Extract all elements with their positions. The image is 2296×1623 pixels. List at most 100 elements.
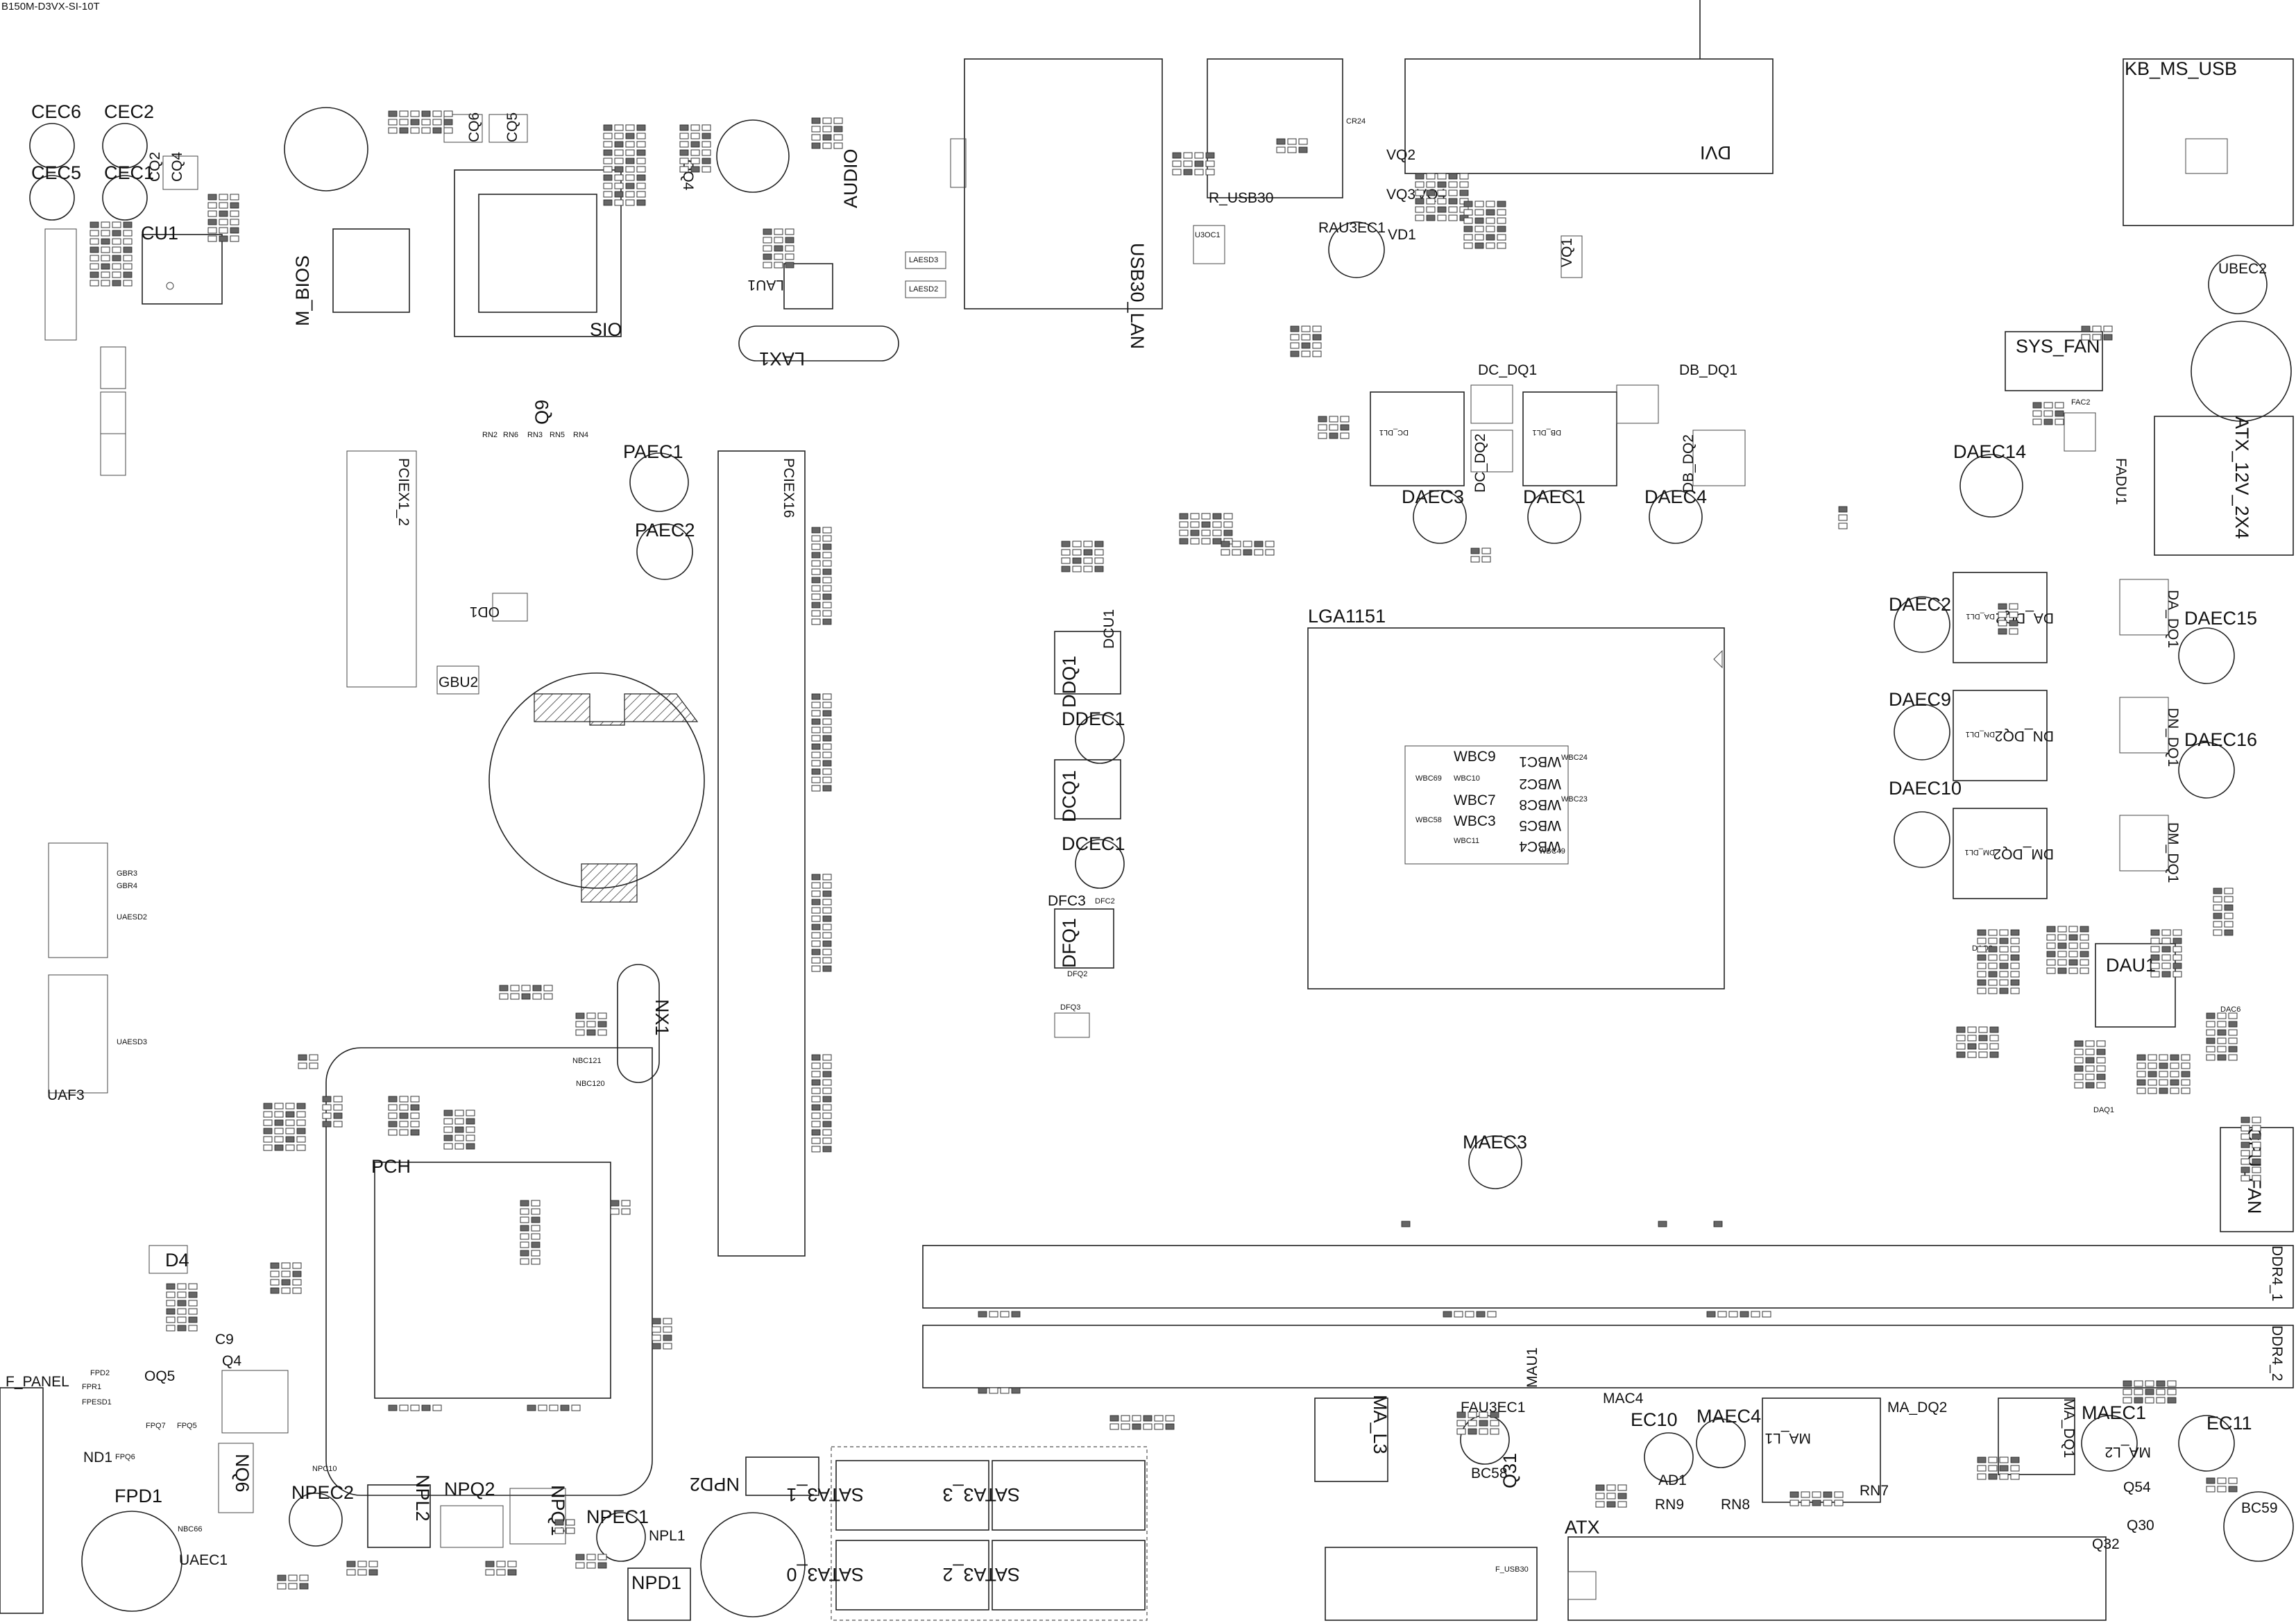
- smd-pad: [2032, 418, 2042, 425]
- smd-pad: [1318, 424, 1327, 431]
- smd-pad: [1490, 1428, 1499, 1435]
- smd-pad: [532, 985, 542, 992]
- smd-pad: [822, 527, 832, 534]
- smd-pad: [2010, 979, 2020, 986]
- smd-pad: [614, 191, 624, 198]
- dcec1-capacitor: [1075, 839, 1125, 889]
- dc-dq2-label: DC_DQ2: [1472, 434, 1488, 493]
- smd-pad: [701, 149, 711, 156]
- ma-dq1-label: MA_DQ1: [2061, 1398, 2077, 1458]
- smd-pad: [1301, 342, 1311, 349]
- smd-pad: [1999, 971, 2009, 978]
- lau1-label: LAU1: [747, 277, 784, 293]
- kb-ms-usb-connector: [2123, 58, 2294, 226]
- smd-pad: [2206, 1012, 2216, 1019]
- smd-pad: [1481, 547, 1491, 554]
- q4-pad: [221, 1370, 289, 1434]
- smd-pad: [277, 1574, 287, 1581]
- u3oc1-label: U3OC1: [1195, 231, 1221, 239]
- smd-pad: [2181, 1054, 2191, 1061]
- left-pad-strip-3: [100, 391, 126, 434]
- smd-pad: [454, 1126, 464, 1133]
- smd-pad: [1978, 1026, 1988, 1033]
- paec1-capacitor: [629, 452, 689, 512]
- daec14-capacitor: [1959, 454, 2023, 518]
- smd-pad: [811, 1062, 821, 1069]
- smd-pad: [1061, 549, 1071, 556]
- smd-pad: [1762, 1311, 1771, 1318]
- smd-pad: [309, 1054, 318, 1061]
- smd-pad: [2170, 1079, 2179, 1086]
- u3oc1-pad: [1193, 225, 1225, 264]
- smd-pad: [1999, 1473, 2009, 1480]
- smd-pad: [614, 158, 624, 164]
- smd-pad: [1190, 538, 1200, 545]
- smd-pad: [2096, 1048, 2106, 1055]
- sys-fan-connector: [2005, 331, 2103, 391]
- smd-pad: [2032, 402, 2042, 409]
- smd-pad: [1154, 1423, 1164, 1430]
- smd-pad: [177, 1300, 187, 1307]
- smd-pad: [1083, 566, 1093, 572]
- cq-pads: [162, 155, 198, 190]
- db-dq2-label: DB_DQ2: [1681, 434, 1697, 493]
- smd-pad: [1183, 152, 1193, 159]
- smd-pad: [1617, 1484, 1627, 1491]
- smd-pad: [207, 219, 217, 226]
- smd-pad: [1205, 169, 1215, 176]
- wbc23-label: WBC23: [1561, 795, 1588, 804]
- smd-pad: [466, 1126, 475, 1133]
- smd-pad: [296, 1128, 306, 1135]
- smd-pad: [811, 142, 821, 149]
- smd-pad: [1301, 350, 1311, 357]
- smd-pad: [1956, 1051, 1966, 1058]
- smd-pad: [597, 1554, 607, 1561]
- smd-pad: [614, 199, 624, 206]
- smd-pad: [2206, 1486, 2216, 1493]
- smd-pad: [1463, 234, 1473, 241]
- smd-pad: [1812, 1499, 1821, 1506]
- smd-pad: [520, 1258, 529, 1265]
- smd-pad: [625, 166, 635, 173]
- smd-pad: [2010, 1456, 2020, 1463]
- left-pad-strip-2: [100, 346, 126, 389]
- smd-pad: [1463, 209, 1473, 216]
- smd-pad: [346, 1561, 356, 1567]
- smd-pad: [2228, 1012, 2238, 1019]
- smd-pad: [597, 1562, 607, 1569]
- smd-pad: [443, 127, 453, 134]
- npl2-inductor: [367, 1484, 431, 1548]
- smd-pad: [822, 602, 832, 609]
- smd-pad: [2170, 1054, 2179, 1061]
- smd-pad: [1232, 549, 1241, 556]
- smd-pad: [1595, 1501, 1605, 1508]
- smd-pad: [636, 149, 646, 156]
- smd-pad: [1999, 979, 2009, 986]
- nx1-label: NX1: [652, 999, 672, 1036]
- smd-pad: [2224, 904, 2234, 911]
- fac2-label: FAC2: [2071, 398, 2091, 407]
- smd-pad: [1606, 1493, 1616, 1499]
- smd-pad: [1476, 1311, 1486, 1318]
- smd-pad: [1318, 432, 1327, 439]
- smd-pad: [1989, 1051, 1999, 1058]
- smd-pad: [785, 237, 794, 244]
- smd-pad: [822, 610, 832, 617]
- dc-dq1-pad: [1470, 384, 1513, 424]
- smd-pad: [274, 1136, 284, 1143]
- lan-side-pad: [950, 138, 967, 188]
- smd-pad: [298, 1062, 307, 1069]
- smd-pad: [368, 1569, 378, 1576]
- smd-pad: [1194, 152, 1204, 159]
- smd-pad: [2172, 946, 2182, 953]
- uaf3-label: UAF3: [47, 1087, 85, 1103]
- smd-pad: [811, 743, 821, 750]
- fadu1-chip: [2064, 412, 2096, 452]
- smd-pad: [811, 1054, 821, 1061]
- smd-pad: [288, 1583, 298, 1590]
- smd-pad: [701, 124, 711, 131]
- dfc2-label: DFC2: [1095, 897, 1115, 906]
- smd-pad: [2240, 1166, 2250, 1173]
- smd-pad: [2145, 1380, 2154, 1387]
- smd-pad: [333, 1112, 343, 1119]
